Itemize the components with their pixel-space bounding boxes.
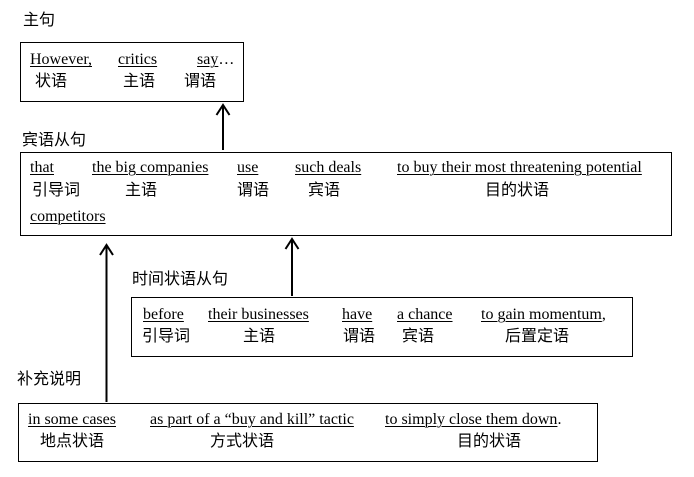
word-their-businesses: their businesses: [208, 306, 309, 323]
word-say: say…: [197, 50, 234, 69]
word-that: that: [30, 159, 54, 176]
role-purpose-adverbial-object: 目的状语: [485, 182, 550, 199]
role-predicate-main: 谓语: [184, 73, 217, 90]
time-clause-box: [131, 297, 633, 357]
role-connective-object: 引导词: [32, 182, 81, 199]
word-to-gain-momentum-text: to gain momentum: [481, 306, 602, 323]
word-to-simply-close-phrase: to simply close them down.: [385, 410, 561, 429]
word-the-big-companies: the big companies: [92, 159, 209, 176]
arrow-supplement-to-object: [99, 243, 114, 402]
main-clause-box: [20, 42, 244, 102]
role-postmodifier-time: 后置定语: [505, 328, 570, 345]
word-however: However,: [30, 51, 92, 68]
supplement-box: [18, 403, 598, 462]
role-object-object: 宾语: [308, 182, 341, 199]
role-manner-adverbial-supplement: 方式状语: [210, 433, 275, 450]
object-clause-box: [20, 152, 672, 236]
role-predicate-time: 谓语: [343, 328, 376, 345]
role-object-time: 宾语: [402, 328, 435, 345]
role-subject-object: 主语: [125, 182, 158, 199]
role-predicate-object: 谓语: [237, 182, 270, 199]
role-subject-time: 主语: [243, 328, 276, 345]
word-competitors: competitors: [30, 208, 106, 225]
role-subject-main: 主语: [123, 73, 156, 90]
word-use: use: [237, 159, 259, 176]
word-say-ellipsis: …: [218, 51, 235, 68]
role-purpose-adverbial-supplement: 目的状语: [457, 433, 522, 450]
word-before: before: [143, 306, 184, 323]
word-to-simply-close-period: .: [557, 411, 562, 428]
word-a-chance: a chance: [397, 306, 453, 323]
section-label-main-clause: 主句: [23, 12, 56, 29]
section-label-supplement: 补充说明: [17, 371, 82, 388]
word-have: have: [342, 306, 373, 323]
role-adverbial-main: 状语: [35, 73, 68, 90]
word-say-text: say: [197, 51, 219, 68]
word-buy-and-kill-phrase: as part of a “buy and kill” tactic: [150, 411, 354, 428]
arrow-time-clause-to-object: [284, 237, 300, 296]
word-to-gain-momentum-comma: ,: [601, 306, 606, 323]
role-place-adverbial-supplement: 地点状语: [40, 433, 105, 450]
role-connective-time: 引导词: [142, 328, 191, 345]
section-label-time-clause: 时间状语从句: [132, 271, 229, 288]
word-to-gain-momentum: to gain momentum,: [481, 305, 606, 324]
word-critics: critics: [118, 51, 158, 68]
word-such-deals: such deals: [295, 159, 362, 176]
arrow-object-clause-to-main: [215, 103, 231, 150]
word-in-some-cases: in some cases: [28, 411, 116, 428]
word-to-simply-close-text: to simply close them down: [385, 411, 558, 428]
word-to-buy-phrase: to buy their most threatening potential: [397, 159, 642, 176]
section-label-object-clause: 宾语从句: [22, 132, 87, 149]
